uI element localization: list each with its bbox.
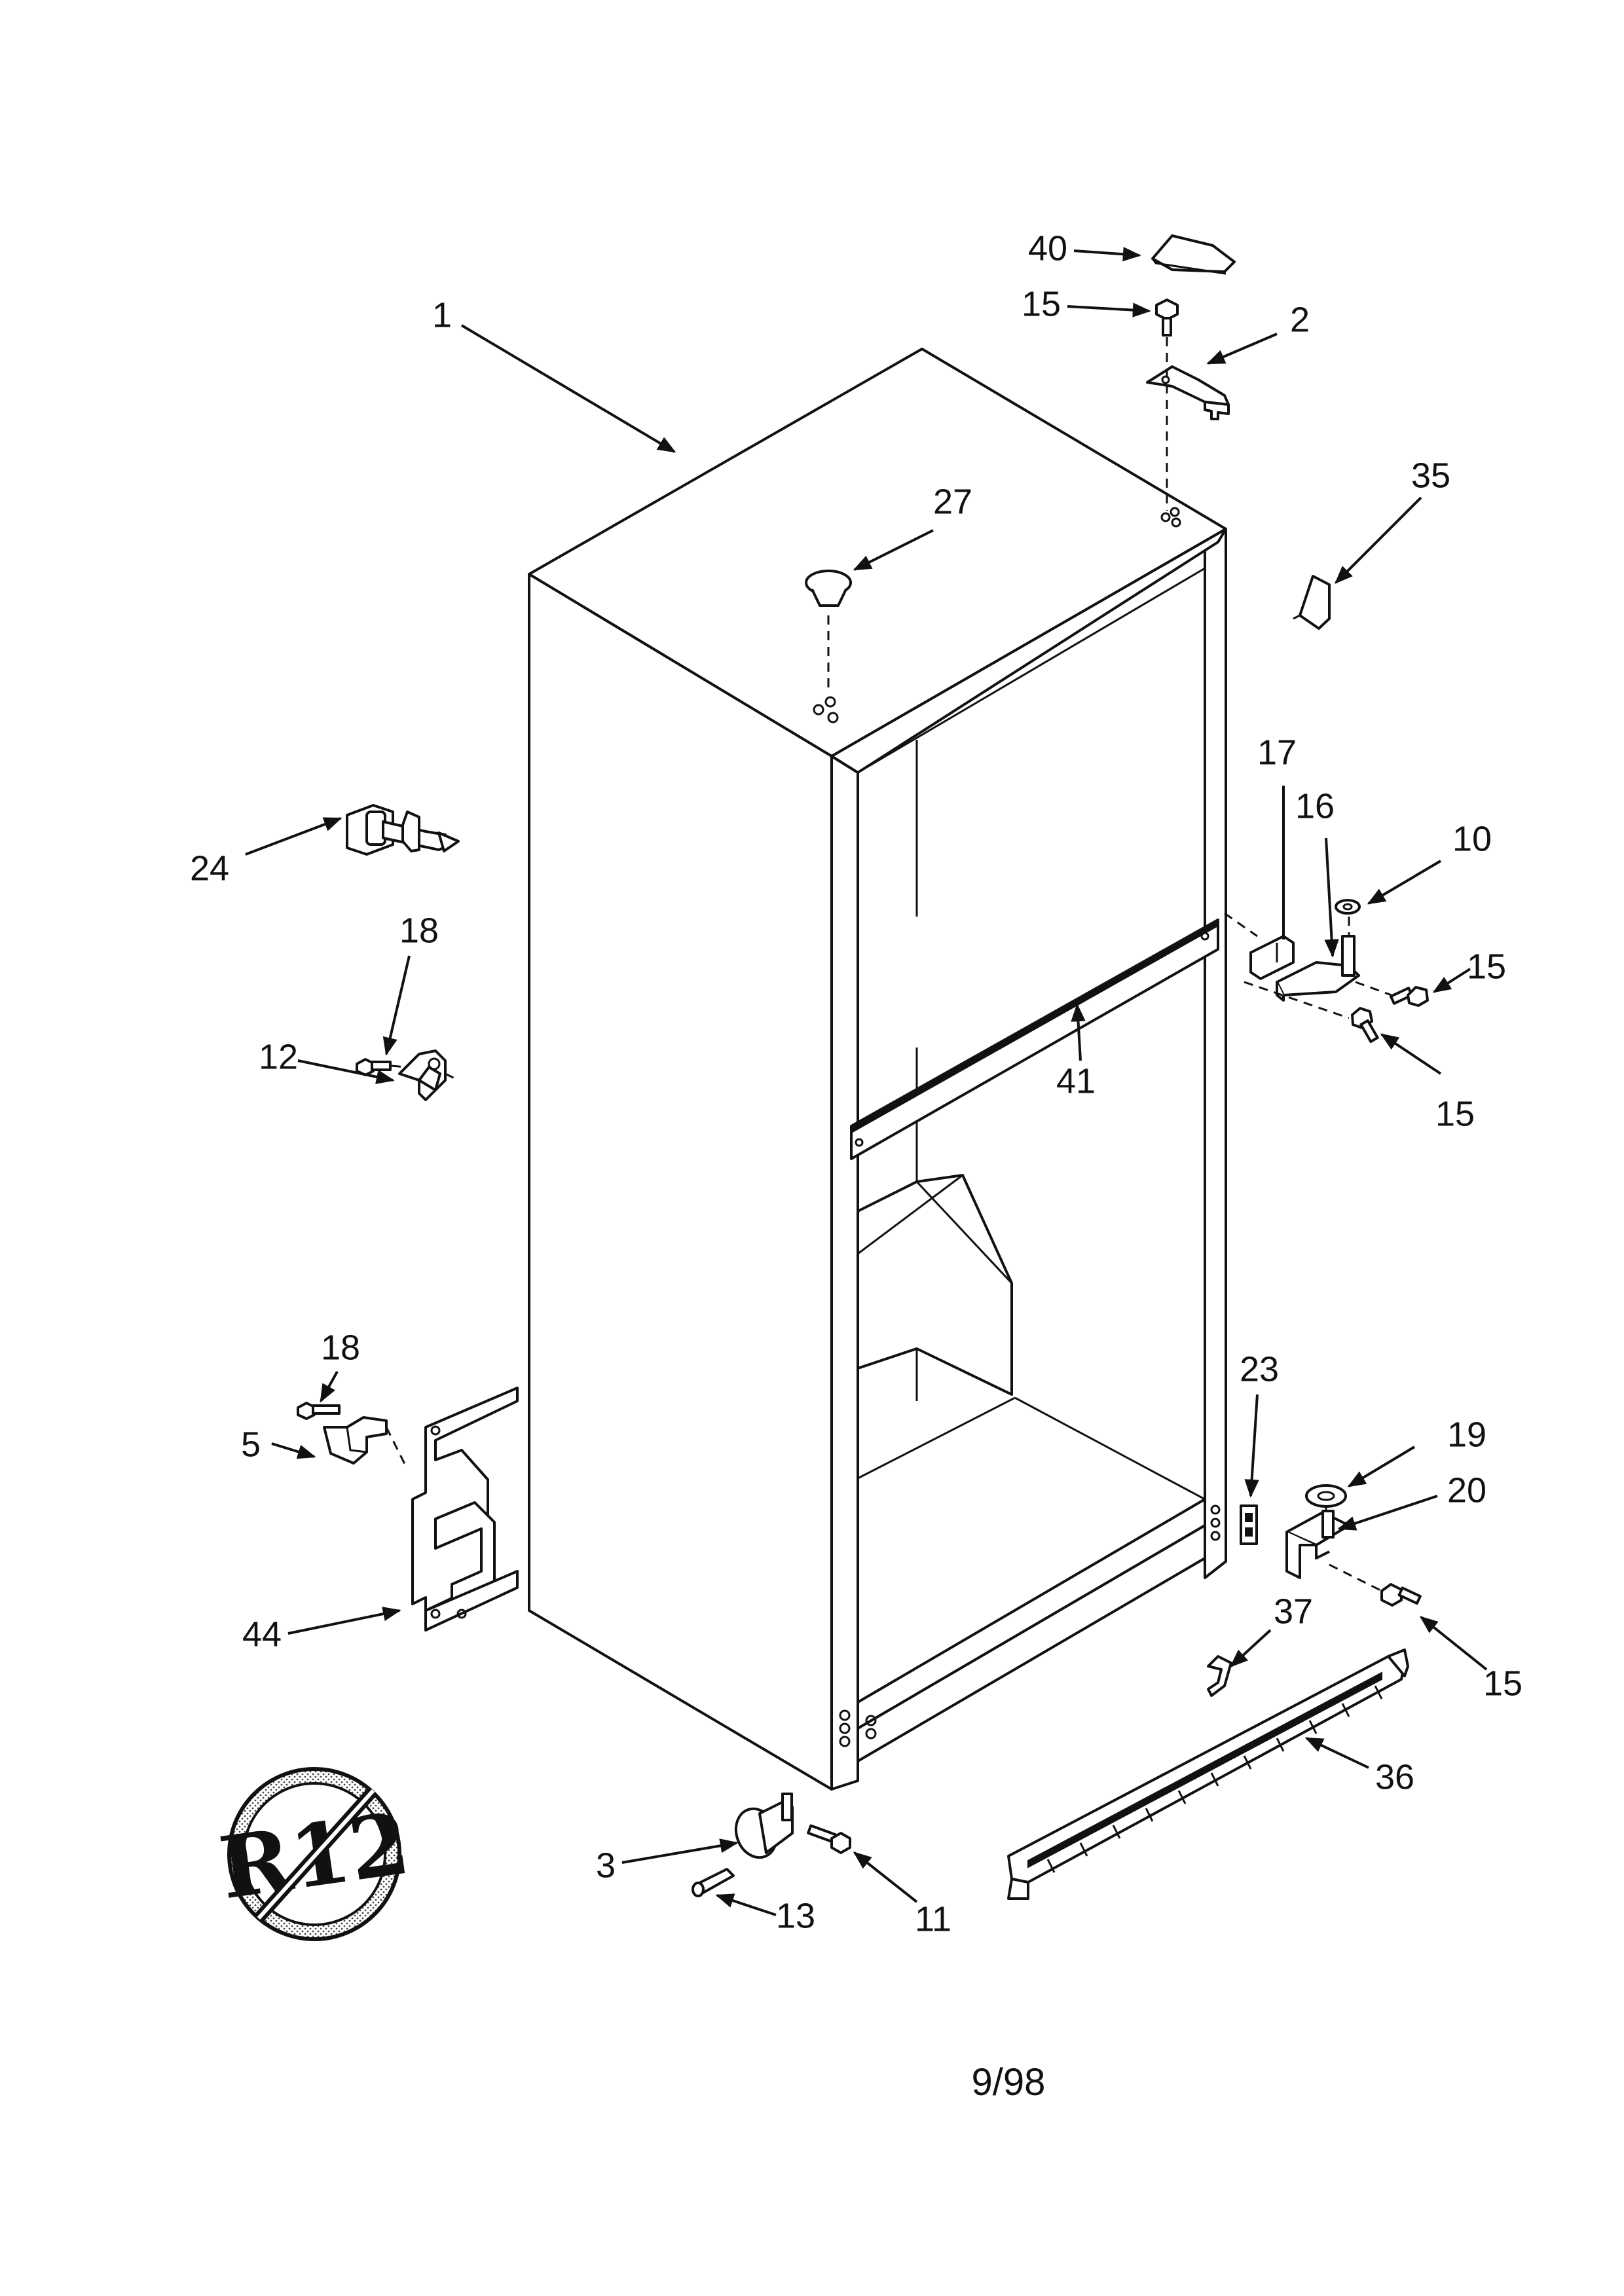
leveling-leg	[346, 804, 460, 856]
callout-3: 3	[596, 1846, 616, 1885]
bracket-upper-left	[398, 1049, 447, 1101]
hinge-shim	[1240, 1504, 1258, 1545]
front-roller	[734, 1793, 794, 1859]
callout-17: 17	[1257, 733, 1297, 772]
callout-40: 40	[1028, 228, 1067, 268]
callout-37: 37	[1274, 1592, 1313, 1631]
center-hinge-spacer	[1249, 935, 1295, 980]
revision-date: 9/98	[972, 2061, 1046, 2104]
hinge-screw-bottom	[1380, 1583, 1422, 1607]
top-hinge	[1146, 365, 1230, 420]
bottom-hinge-plate	[411, 1387, 519, 1631]
cabinet	[528, 348, 1227, 1791]
hinge-screw-a	[1389, 986, 1429, 1007]
callout-15: 15	[1435, 1094, 1475, 1133]
roller-screw	[807, 1824, 851, 1854]
roller-axle	[692, 1868, 735, 1897]
callout-13: 13	[776, 1896, 815, 1935]
hinge-screw-b	[1351, 1007, 1379, 1043]
callout-15: 15	[1467, 947, 1506, 986]
callout-11: 11	[915, 1899, 951, 1939]
hinge-clip	[1293, 575, 1331, 630]
callout-2: 2	[1290, 300, 1310, 339]
toe-grille	[1007, 1649, 1409, 1900]
leader-lines	[245, 247, 1488, 1916]
callout-15: 15	[1022, 284, 1061, 323]
callout-35: 35	[1411, 456, 1450, 495]
callout-16: 16	[1295, 786, 1335, 826]
assembly-lines	[385, 337, 1392, 1592]
callout-12: 12	[259, 1037, 298, 1076]
callout-15: 15	[1483, 1664, 1522, 1703]
top-plug	[805, 570, 852, 607]
hinge-cover	[1151, 234, 1236, 275]
hinge-screw-top	[1155, 299, 1179, 337]
callout-23: 23	[1240, 1349, 1279, 1389]
bottom-hinge	[1285, 1510, 1350, 1579]
bottom-hinge-washer	[1305, 1484, 1347, 1508]
divider-rail	[850, 919, 1219, 1160]
screw-upper-left	[356, 1058, 392, 1076]
callout-36: 36	[1375, 1757, 1414, 1796]
center-hinge	[1276, 935, 1360, 1002]
washer-top	[1335, 899, 1361, 915]
clamp	[323, 1416, 388, 1465]
callout-18: 18	[321, 1328, 360, 1367]
grille-clip	[1207, 1655, 1232, 1697]
callout-24: 24	[190, 848, 229, 888]
no-r12-logo: R12	[214, 1767, 415, 1941]
callout-41: 41	[1056, 1061, 1096, 1101]
callout-27: 27	[933, 482, 972, 521]
callout-1: 1	[432, 295, 452, 335]
callout-labels: 40 15 2 1 27 35 24 17 16 10 15 15 18 12 …	[190, 228, 1522, 1939]
callout-5: 5	[241, 1425, 261, 1464]
callout-10: 10	[1452, 819, 1492, 858]
callout-19: 19	[1447, 1415, 1486, 1454]
callout-20: 20	[1447, 1470, 1486, 1510]
callout-18: 18	[399, 911, 439, 950]
screw-lower-left	[297, 1402, 341, 1420]
callout-44: 44	[242, 1614, 282, 1654]
